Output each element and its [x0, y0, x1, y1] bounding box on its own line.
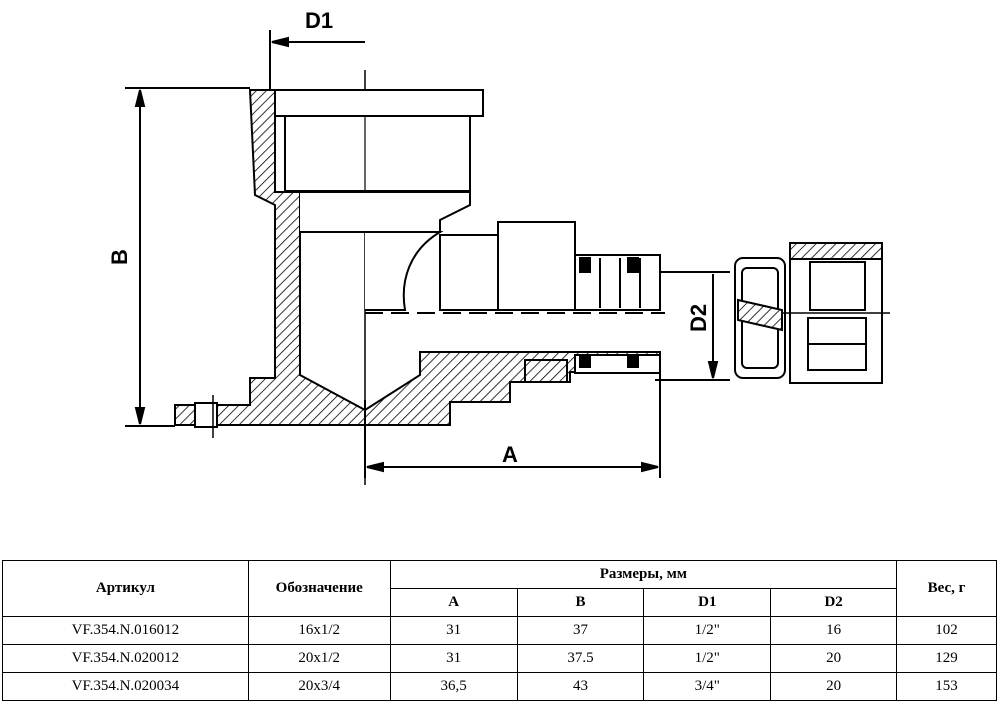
ring-tooth-3	[579, 354, 591, 368]
detail-thread-band	[737, 298, 783, 332]
cell-d2: 20	[770, 672, 898, 701]
branch-shoulder	[439, 234, 501, 311]
header-b: B	[516, 588, 645, 617]
detail-nut-flat-1	[807, 317, 867, 345]
cell-designation: 20x3/4	[247, 672, 391, 701]
header-a: A	[389, 588, 518, 617]
table-row: VF.354.N.016012 16x1/2 31 37 1/2" 16 102	[2, 616, 997, 645]
detail-nut-bore	[809, 261, 866, 311]
cell-d1: 3/4"	[643, 672, 772, 701]
cell-article: VF.354.N.016012	[2, 616, 249, 645]
cell-a: 31	[389, 616, 518, 645]
cell-weight: 153	[896, 672, 997, 701]
cell-article: VF.354.N.020034	[2, 672, 249, 701]
cell-designation: 20x1/2	[247, 644, 391, 673]
table-row: VF.354.N.020034 20x3/4 36,5 43 3/4" 20 1…	[2, 672, 997, 701]
cell-b: 37	[516, 616, 645, 645]
cell-b: 43	[516, 672, 645, 701]
cell-d1: 1/2"	[643, 644, 772, 673]
cell-weight: 129	[896, 644, 997, 673]
ring-tooth-4	[627, 354, 639, 368]
detail-nut-cap	[789, 242, 883, 260]
header-d2: D2	[770, 588, 898, 617]
body-section-left	[174, 89, 366, 426]
socket-neck	[300, 191, 471, 233]
flange-bolt-hole	[194, 402, 218, 428]
header-d1: D1	[643, 588, 772, 617]
cell-d2: 20	[770, 644, 898, 673]
label-d2: D2	[686, 304, 711, 332]
compression-nut	[497, 221, 576, 311]
cell-weight: 102	[896, 616, 997, 645]
cell-b: 37.5	[516, 644, 645, 673]
cell-a: 31	[389, 644, 518, 673]
socket-top-ring	[274, 89, 484, 117]
b-arrow-bottom	[134, 407, 146, 425]
fitting-drawing: D1 A B D2	[107, 8, 890, 485]
header-designation: Обозначение	[247, 560, 391, 617]
label-a: A	[502, 442, 518, 467]
d1-arrow	[271, 36, 289, 48]
label-b: B	[107, 249, 132, 265]
ring-tooth-1	[579, 257, 591, 273]
detail-nut-flat-2	[807, 343, 867, 371]
a-arrow-left	[366, 461, 384, 473]
header-article: Артикул	[2, 560, 249, 617]
elbow-outer	[365, 231, 444, 311]
d2-arrow-bottom	[707, 361, 719, 379]
cell-d2: 16	[770, 616, 898, 645]
cell-designation: 16x1/2	[247, 616, 391, 645]
header-weight: Вес, г	[896, 560, 997, 617]
cell-a: 36,5	[389, 672, 518, 701]
label-d1: D1	[305, 8, 333, 33]
cell-d1: 1/2"	[643, 616, 772, 645]
b-arrow-top	[134, 89, 146, 107]
specifications-table: Артикул Обозначение Размеры, мм Вес, г A…	[2, 560, 997, 701]
socket-inner	[284, 115, 471, 192]
table-row: VF.354.N.020012 20x1/2 31 37.5 1/2" 20 1…	[2, 644, 997, 673]
cell-article: VF.354.N.020012	[2, 644, 249, 673]
header-dimensions: Размеры, мм	[389, 560, 898, 589]
a-arrow-right	[641, 461, 659, 473]
ring-tooth-2	[627, 257, 639, 273]
insert-pocket	[524, 359, 568, 383]
